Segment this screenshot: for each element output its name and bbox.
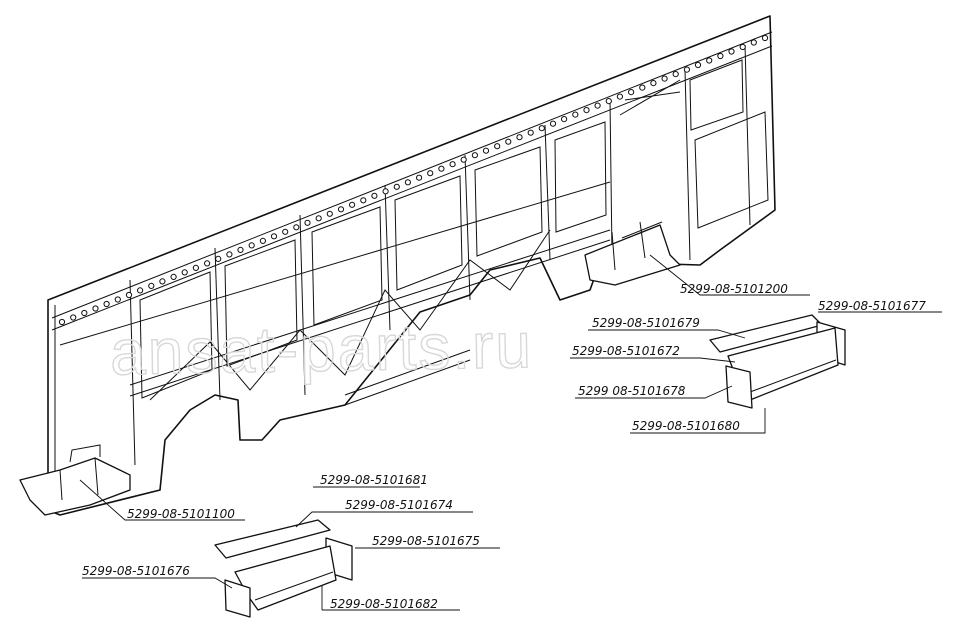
part-5101676-end[interactable] (224, 579, 251, 618)
rivet (516, 134, 523, 141)
rivet (761, 34, 769, 42)
rivet (259, 237, 266, 244)
rivet (81, 309, 88, 317)
rear-floor-bracket (19, 444, 131, 516)
rivet (549, 120, 557, 127)
rivet (683, 66, 691, 73)
rivet (628, 89, 635, 96)
part-labels: 5299-08-5101200 5299-08-5101677 5299-08-… (82, 282, 926, 611)
rivet (349, 201, 356, 208)
rivet (237, 246, 244, 253)
rivet (315, 215, 322, 222)
rivet (170, 273, 177, 280)
label-5101675: 5299-08-5101675 (372, 534, 480, 548)
rivet (739, 43, 746, 51)
rivet (527, 129, 534, 136)
label-5101682: 5299-08-5101682 (330, 597, 438, 611)
rivet (605, 98, 612, 105)
side-frame (47, 15, 776, 516)
rivet (103, 300, 110, 308)
rivet (661, 75, 668, 82)
part-5101681[interactable] (214, 519, 331, 559)
rivet (427, 170, 434, 177)
rivet (583, 107, 590, 114)
rivet (460, 156, 467, 163)
rivet (393, 183, 400, 190)
rivet (471, 152, 478, 159)
rivet (215, 255, 222, 262)
rivet (650, 80, 657, 87)
rivet (204, 260, 211, 267)
label-5101200: 5299-08-5101200 (680, 282, 788, 296)
rivet (449, 161, 456, 168)
rivet (694, 61, 702, 69)
rivet (304, 219, 311, 226)
rivet (750, 39, 757, 46)
rivet (114, 296, 121, 303)
rivet (728, 48, 735, 55)
rivet (382, 188, 389, 195)
leader-lines (79, 254, 942, 611)
rivet (360, 197, 367, 204)
rivet (494, 143, 501, 150)
rivet (137, 287, 144, 294)
part-5101680-end[interactable] (725, 365, 753, 409)
rivet (371, 192, 378, 199)
rivet (594, 102, 601, 109)
label-5101672: 5299-08-5101672 (572, 344, 680, 358)
rivet (717, 52, 724, 60)
watermark: ansat-parts.ru (110, 309, 534, 388)
rivet (561, 116, 568, 123)
rivet (482, 147, 490, 154)
rivet (404, 179, 411, 186)
rivet (672, 71, 679, 78)
rivet (270, 233, 278, 240)
label-5101681: 5299-08-5101681 (320, 473, 428, 487)
rivet (416, 174, 423, 181)
rivet (58, 318, 66, 326)
label-5101677: 5299-08-5101677 (818, 299, 926, 313)
rivet (282, 228, 289, 235)
rivet-row (58, 34, 769, 326)
front-floor-bracket (584, 221, 681, 286)
rivet (337, 206, 345, 213)
rivet (706, 57, 713, 64)
rivet (192, 264, 199, 271)
rivet (125, 291, 133, 299)
rivet (226, 251, 233, 258)
rivet (572, 111, 579, 118)
rivet (538, 125, 545, 132)
label-5101676: 5299-08-5101676 (82, 564, 190, 578)
label-5101678: 5299 08-5101678 (578, 384, 686, 398)
rivet (616, 93, 624, 100)
rivet (92, 305, 99, 312)
rivet (505, 138, 512, 145)
rivet (148, 282, 155, 289)
rivet (293, 224, 300, 231)
rivet (159, 278, 166, 285)
label-5101680: 5299-08-5101680 (632, 419, 740, 433)
rivet (70, 314, 77, 321)
rivet (181, 269, 188, 276)
label-5101679: 5299-08-5101679 (592, 316, 700, 330)
label-5101674: 5299-08-5101674 (345, 498, 453, 512)
rivet (326, 210, 333, 217)
rivet (248, 242, 255, 249)
rivet (438, 165, 445, 172)
label-5101100: 5299-08-5101100 (127, 507, 235, 521)
rivet (639, 84, 646, 91)
